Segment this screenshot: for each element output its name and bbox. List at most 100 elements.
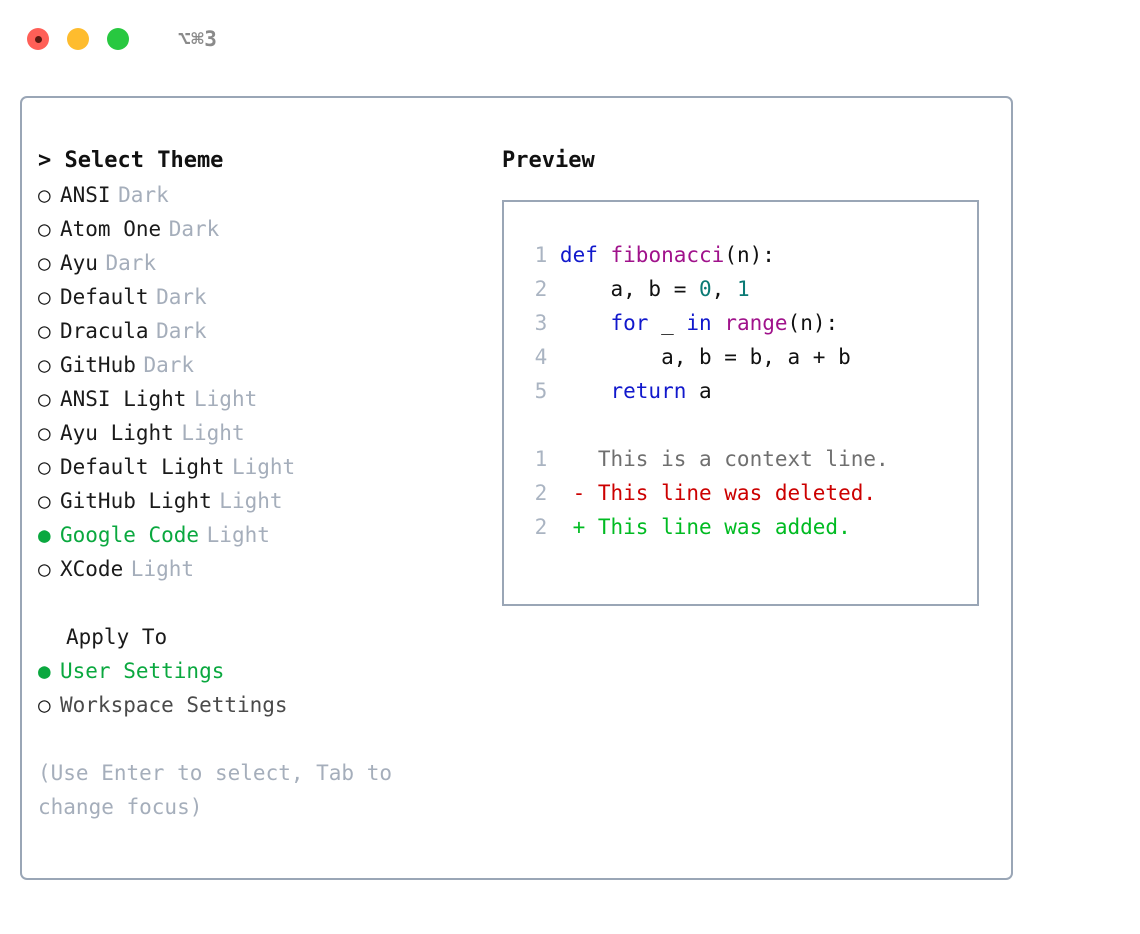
theme-name: Dracula [60, 319, 149, 343]
apply-to-option[interactable]: ○ Workspace Settings [38, 688, 488, 722]
preview-title: Preview [502, 148, 595, 173]
code-text: return a [560, 374, 712, 408]
apply-to-header: Apply To [66, 625, 168, 649]
radio-selected-icon: ● [38, 659, 51, 683]
line-number: 2 [534, 481, 548, 505]
code-text: a, b = b, a + b [560, 340, 851, 374]
close-button[interactable] [27, 28, 49, 50]
traffic-light-group [27, 28, 129, 50]
theme-name: XCode [60, 557, 124, 581]
radio-unselected-icon: ○ [38, 455, 51, 479]
code-token-kw: def [559, 243, 598, 267]
radio-unselected-icon: ○ [38, 421, 51, 445]
maximize-button[interactable] [107, 28, 129, 50]
keyboard-hint-text: (Use Enter to select, Tab to change focu… [38, 761, 393, 819]
theme-name: ANSI [60, 183, 111, 207]
code-line: 1 def fibonacci(n): [504, 238, 977, 272]
apply-to-option[interactable]: ● User Settings [38, 654, 488, 688]
radio-selected-icon: ● [38, 523, 51, 547]
code-token-kw: return [610, 379, 687, 403]
theme-variant-label: Dark [156, 285, 207, 309]
select-theme-header: > Select Theme [38, 148, 224, 173]
diff-sample: 1 This is a context line.2 - This line w… [504, 442, 977, 544]
code-token-fn: range [724, 311, 788, 335]
radio-unselected-icon: ○ [38, 693, 51, 717]
apply-to-options: ● User Settings ○ Workspace Settings [38, 654, 488, 722]
code-token-kw: in [686, 311, 712, 335]
diff-line: 1 This is a context line. [504, 442, 977, 476]
theme-variant-label: Light [194, 387, 258, 411]
theme-name: GitHub Light [60, 489, 212, 513]
diff-text-add: + This line was added. [559, 515, 851, 539]
code-line: 4 a, b = b, a + b [504, 340, 977, 374]
diff-text-del: - This line was deleted. [559, 481, 876, 505]
diff-line: 2 - This line was deleted. [504, 476, 977, 510]
apply-to-section: Apply To ● User Settings ○ Workspace Settin… [38, 620, 488, 722]
code-token-fn: fibonacci [610, 243, 725, 267]
code-text: for _ in range(n): [560, 306, 839, 340]
code-text: def fibonacci(n): [560, 238, 775, 272]
line-number: 3 [534, 311, 548, 335]
radio-unselected-icon: ○ [38, 489, 51, 513]
theme-list-item[interactable]: ○ Ayu Light Light [38, 416, 488, 450]
apply-to-option-label: User Settings [60, 659, 225, 683]
diff-line: 2 + This line was added. [504, 510, 977, 544]
radio-unselected-icon: ○ [38, 387, 51, 411]
window-title: ⌥⌘3 [178, 27, 218, 51]
minimize-button[interactable] [67, 28, 89, 50]
theme-variant-label: Light [130, 557, 195, 581]
radio-unselected-icon: ○ [38, 251, 51, 275]
radio-unselected-icon: ○ [38, 217, 51, 241]
theme-variant-label: Dark [143, 353, 195, 377]
code-line: 2 a, b = 0, 1 [504, 272, 977, 306]
code-token-plain [598, 243, 611, 267]
code-token-plain: , [711, 277, 737, 301]
code-token-plain: a, b = b, a + b [559, 345, 851, 369]
code-token-plain: (n): [787, 311, 839, 335]
theme-variant-label: Light [206, 523, 270, 547]
line-number: 1 [534, 243, 548, 267]
theme-variant-label: Light [219, 489, 283, 513]
code-line: 3 for _ in range(n): [504, 306, 977, 340]
theme-name: Ayu Light [60, 421, 174, 445]
code-token-plain: a, b = [559, 277, 699, 301]
theme-name: Ayu [60, 251, 98, 275]
theme-name: Default Light [60, 455, 225, 479]
radio-unselected-icon: ○ [38, 285, 51, 309]
theme-variant-label: Light [181, 421, 245, 445]
code-token-plain: a [686, 379, 712, 403]
code-token-plain [712, 311, 725, 335]
title-bar: ⌥⌘3 [0, 0, 1140, 78]
code-diff-spacer [504, 408, 977, 442]
code-line: 5 return a [504, 374, 977, 408]
theme-variant-label: Dark [168, 217, 220, 241]
theme-list-item[interactable]: ○ Ayu Dark [38, 246, 488, 280]
apply-to-option-label: Workspace Settings [60, 693, 288, 717]
theme-list-item[interactable]: ○ ANSI Light Light [38, 382, 488, 416]
code-token-plain [560, 311, 611, 335]
diff-text-ctx: This is a context line. [559, 447, 889, 471]
line-number: 4 [534, 345, 548, 369]
radio-unselected-icon: ○ [38, 319, 51, 343]
theme-list-item[interactable]: ○ GitHub Light Light [38, 484, 488, 518]
theme-name: GitHub [60, 353, 136, 377]
theme-variant-label: Dark [105, 251, 157, 275]
line-number: 2 [534, 515, 548, 539]
code-token-num: 0 [699, 277, 712, 301]
theme-name: ANSI Light [60, 387, 187, 411]
